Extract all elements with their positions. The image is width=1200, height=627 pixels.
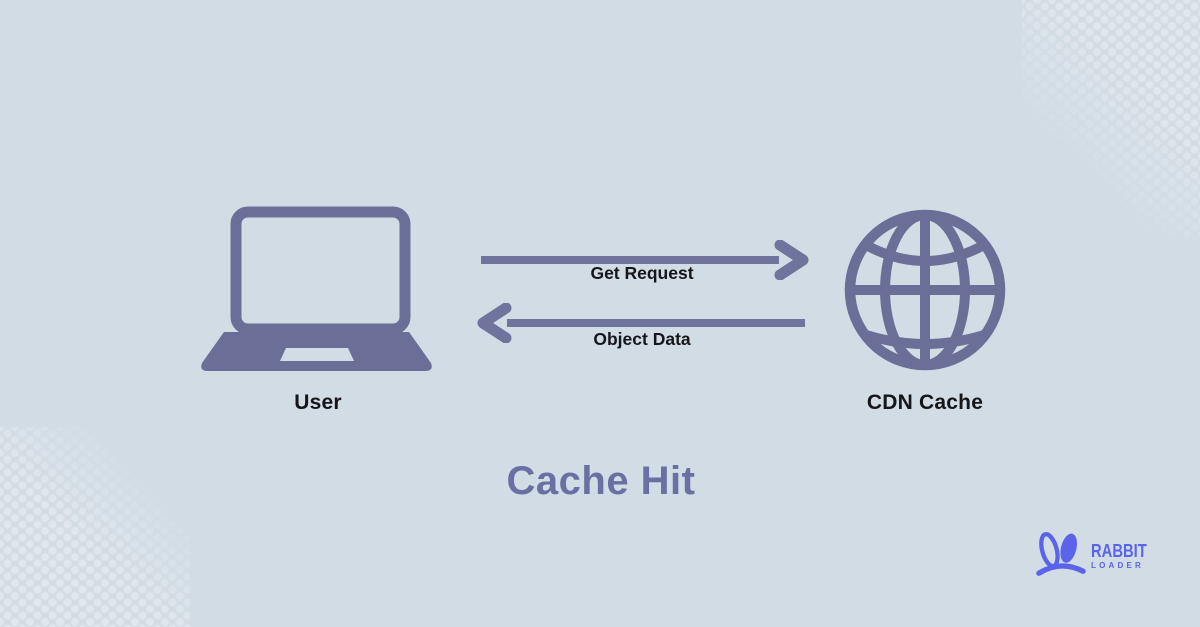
rabbit-ears-icon [1036,527,1086,579]
halftone-dots-bottom-left [0,427,190,627]
logo-wordmark: RABBIT LOADER [1091,542,1159,570]
cdn-cache-node-label: CDN Cache [866,391,984,414]
halftone-dots-top-right [1022,0,1200,238]
user-node-label: User [294,391,342,414]
object-data-arrow-icon [477,303,809,343]
object-data-label: Object Data [593,329,691,349]
laptop-icon [198,206,435,373]
get-request-label: Get Request [590,263,694,283]
get-request-arrow-icon [477,240,809,280]
diagram-title: Cache Hit [506,459,696,503]
logo-text-loader: LOADER [1091,561,1144,570]
rabbitloader-logo: RABBIT LOADER [1036,527,1159,579]
globe-icon [844,209,1006,371]
logo-text-rabbit: RABBIT [1091,541,1147,561]
